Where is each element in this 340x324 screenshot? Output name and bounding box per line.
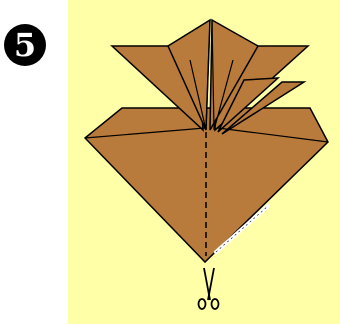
crease-inner-right (213, 59, 234, 131)
scissors-icon (197, 267, 220, 310)
crease-lines (84, 19, 329, 143)
crease-center-left (205, 19, 211, 131)
diagram-panel (68, 0, 340, 324)
origami-diagram (68, 0, 340, 324)
left-small-fold (217, 77, 281, 133)
cut-highlight-outline (215, 205, 269, 253)
step-number-badge: 5 (4, 24, 46, 66)
crease-center-right (211, 19, 215, 131)
crease-inner-left (189, 59, 207, 131)
crease-left-diag (84, 127, 206, 139)
right-small-fold (221, 81, 307, 135)
crease-right-diag (217, 127, 329, 143)
